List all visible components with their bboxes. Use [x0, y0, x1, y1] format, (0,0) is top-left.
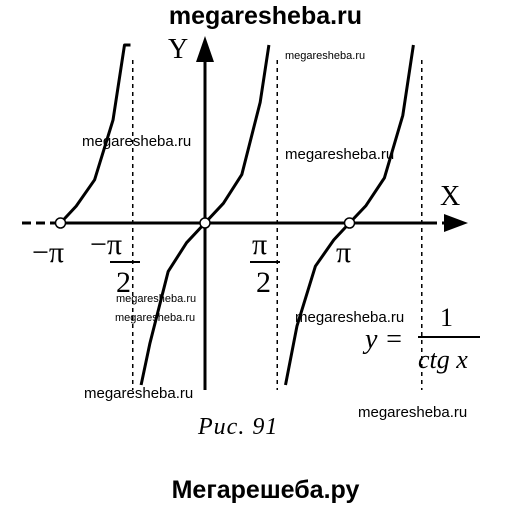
watermark: megaresheba.ru	[82, 133, 192, 150]
watermark: megaresheba.ru	[295, 309, 405, 326]
watermark: megaresheba.ru	[116, 293, 197, 305]
watermark: megaresheba.ru	[285, 146, 395, 163]
asymptote-lines	[131, 60, 423, 390]
formula-numerator: 1	[440, 303, 453, 332]
tick-label-half-pi-den: 2	[256, 266, 271, 299]
hole-points	[54, 217, 356, 229]
tick-label-pi: π	[336, 236, 351, 269]
site-footer: Мегарешеба.ру	[171, 476, 360, 504]
tick-label-neg-half-pi-num: −π	[90, 228, 122, 261]
tangent-branch	[59, 43, 131, 225]
tick-label-neg-pi: −π	[32, 236, 64, 269]
y-axis-arrow	[196, 36, 214, 62]
x-axis-arrow	[444, 214, 468, 232]
y-axis-label: Y	[168, 34, 188, 65]
hole-point	[343, 217, 356, 229]
watermark: megaresheba.ru	[115, 312, 196, 324]
watermark: megaresheba.ru	[358, 404, 468, 421]
axes	[22, 36, 468, 390]
hole-point	[54, 217, 67, 229]
watermark: megaresheba.ru	[285, 50, 366, 62]
watermark: megaresheba.ru	[84, 385, 194, 402]
x-axis-label: X	[440, 181, 460, 212]
hole-point	[199, 217, 211, 229]
site-header: megaresheba.ru	[168, 2, 363, 30]
formula-denominator: ctg x	[418, 345, 468, 374]
tangent-curves	[59, 43, 415, 386]
tick-label-half-pi-num: π	[252, 228, 267, 261]
tick-label-neg-half-pi-den: 2	[116, 266, 131, 299]
formula-lhs: y =	[362, 324, 403, 355]
figure-caption: Рис. 91	[198, 414, 279, 440]
